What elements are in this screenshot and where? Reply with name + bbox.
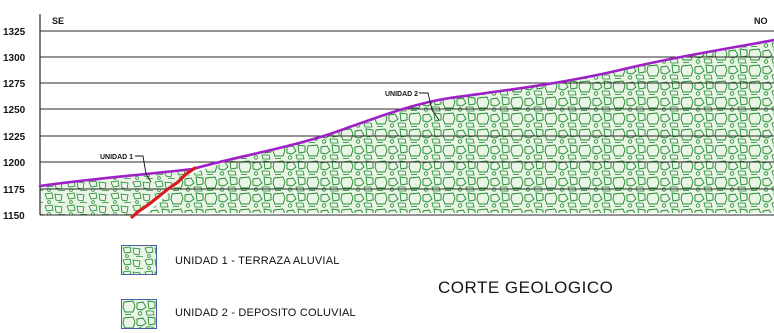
unit-contact-line [130,166,197,219]
unidad-1-callout-label: UNIDAD 1 [100,154,133,161]
unidad-1-deposit [40,169,193,215]
elevation-label: 1275 [3,79,26,90]
topographic-profile [38,38,774,188]
unidad-1-leader-line [135,155,152,183]
unidad-2-legend-label: UNIDAD 2 - DEPOSITO COLUVIAL [175,307,356,319]
unidad-2-legend-swatch [121,299,157,329]
orientation-label-right: NO [754,16,768,26]
unidad-2-deposit [148,40,774,213]
elevation-label: 1225 [3,132,26,143]
unidad-2-leader-line [419,92,440,121]
orientation-label-left: SE [52,16,64,26]
elevation-label: 1200 [3,158,26,169]
elevation-label: 1150 [3,211,25,222]
section-title: CORTE GEOLOGICO [438,278,614,297]
unidad-1-legend-swatch [121,245,157,275]
elevation-label: 1325 [3,27,26,38]
elevation-label: 1300 [3,53,26,64]
elevation-label: 1250 [3,105,26,116]
unidad-1-legend-label: UNIDAD 1 - TERRAZA ALUVIAL [175,255,340,267]
unidad-2-callout-label: UNIDAD 2 [385,91,418,98]
elevation-label: 1175 [3,185,25,196]
